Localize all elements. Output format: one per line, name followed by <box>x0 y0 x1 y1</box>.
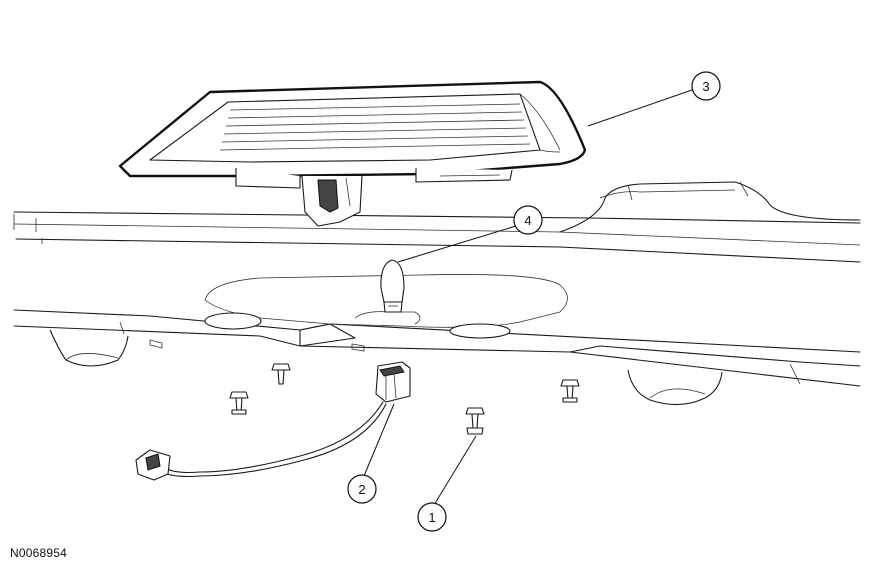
push-pin-fastener <box>229 391 249 415</box>
callout-3: 3 <box>587 71 721 127</box>
callout-1: 1 <box>417 435 477 532</box>
callout-3-label: 3 <box>702 79 709 94</box>
bulb <box>380 259 405 313</box>
mounting-panel <box>13 181 861 406</box>
push-pin-fastener <box>271 363 291 385</box>
callout-2: 2 <box>347 403 395 504</box>
push-pin-fastener <box>465 407 485 435</box>
callout-2-label: 2 <box>358 482 365 497</box>
callout-4: 4 <box>397 205 543 263</box>
electrical-connector <box>135 361 411 481</box>
push-pin-fastener <box>560 379 580 403</box>
lamp-assembly <box>118 80 587 227</box>
callout-4-label: 4 <box>524 213 531 228</box>
figure-id: N0068954 <box>10 546 67 560</box>
push-pin-fasteners <box>229 363 580 435</box>
callout-1-label: 1 <box>428 510 435 525</box>
